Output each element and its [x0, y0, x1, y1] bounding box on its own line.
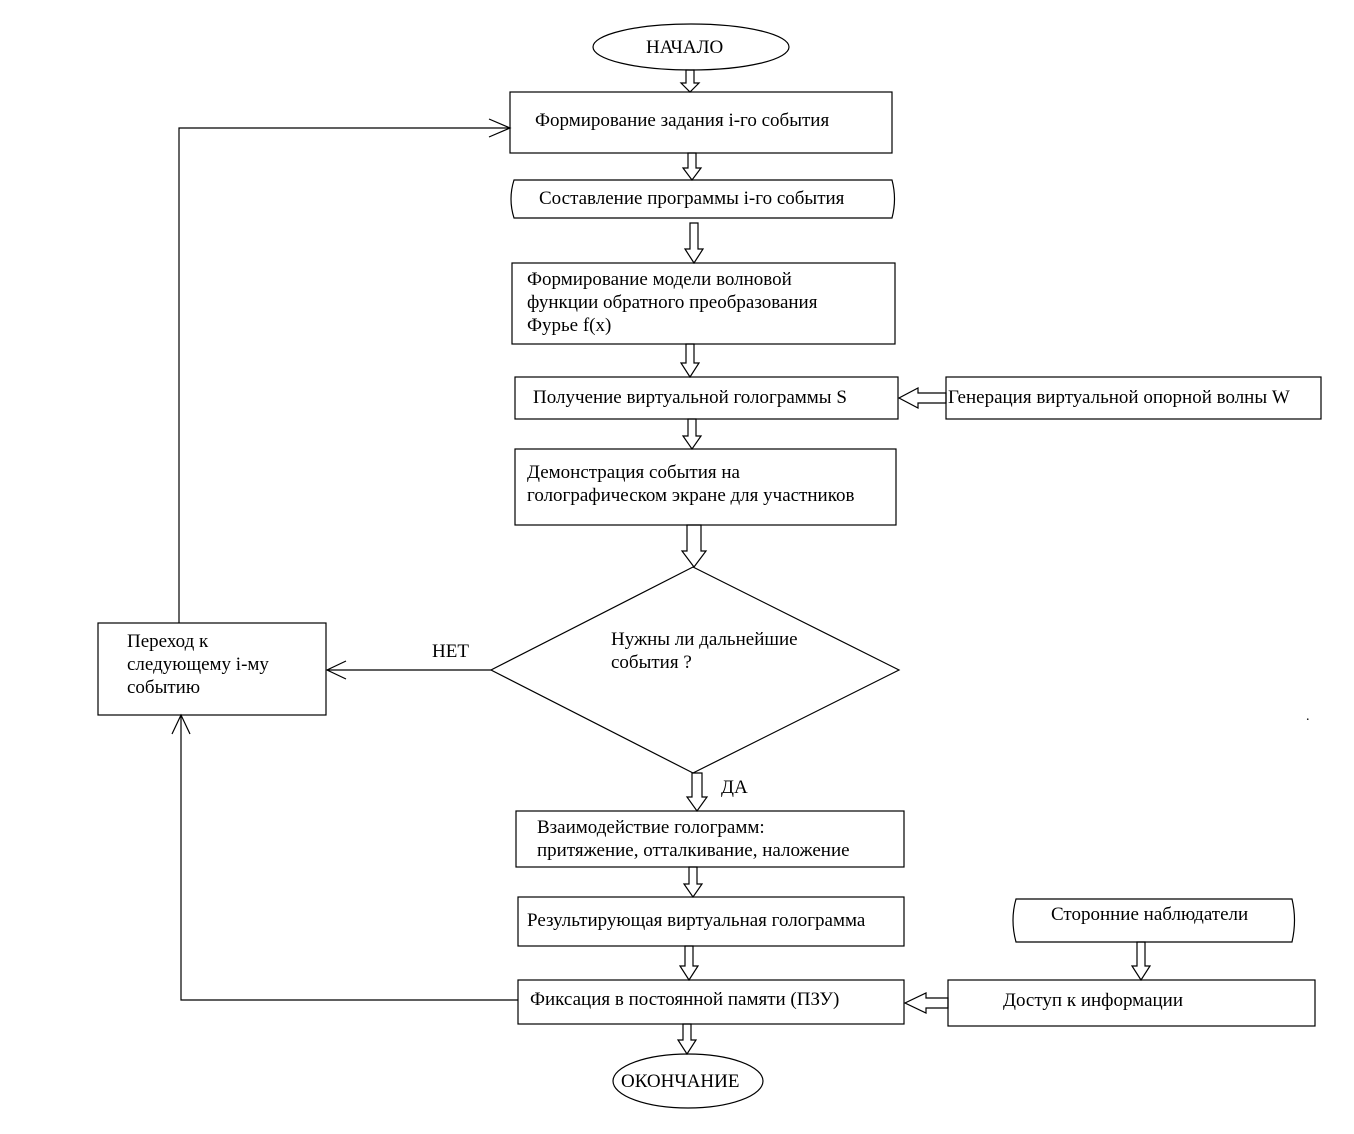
end-label: ОКОНЧАНИЕ	[621, 1071, 740, 1092]
model-box	[511, 262, 896, 345]
arrowhead-form-task	[488, 118, 512, 138]
arrow-result-to-fixation	[678, 945, 700, 982]
form-task-label: Формирование задания i-го события	[535, 110, 830, 131]
hologram-label: Получение виртуальной голограммы S	[533, 387, 847, 408]
arrowhead-next-event-bottom	[171, 713, 191, 735]
arrow-decision-to-interaction	[685, 772, 709, 813]
reference-wave-label: Генерация виртуальной опорной волны W	[948, 387, 1290, 408]
demo-box	[514, 448, 897, 526]
arrow-task-to-program	[681, 152, 703, 181]
observers-label: Сторонние наблюдатели	[1051, 904, 1249, 925]
arrow-interaction-to-result	[682, 866, 704, 899]
form-task-box	[509, 91, 893, 154]
decision-label: Нужны ли дальнейшие события ?	[611, 629, 798, 673]
arrow-start-to-task	[679, 69, 701, 93]
arrow-demo-to-decision	[680, 524, 708, 568]
result-box	[517, 896, 905, 947]
interaction-label: Взаимодействие голограмм: притяжение, от…	[537, 817, 850, 861]
arrow-reference-to-hologram	[897, 387, 947, 409]
interaction-box	[515, 810, 905, 868]
demo-label: Демонстрация события на голографическом …	[527, 462, 855, 506]
stray-mark: .	[1306, 709, 1310, 724]
arrow-program-to-model	[683, 222, 705, 265]
arrow-fixation-to-end	[676, 1023, 698, 1056]
program-label: Составление программы i-го события	[539, 188, 845, 209]
line-loop-to-task	[178, 127, 510, 623]
result-label: Результирующая виртуальная голограмма	[527, 910, 866, 931]
arrow-access-to-fixation	[903, 992, 949, 1014]
arrow-observers-to-access	[1130, 941, 1152, 982]
program-box	[510, 179, 896, 219]
observers-box	[1012, 898, 1296, 943]
fixation-box	[517, 979, 905, 1025]
yes-edge-label: ДА	[721, 777, 748, 798]
fixation-label: Фиксация в постоянной памяти (ПЗУ)	[530, 989, 840, 1010]
access-label: Доступ к информации	[1003, 990, 1184, 1011]
line-fixation-to-next	[180, 715, 518, 1001]
arrowhead-next-event	[325, 660, 347, 680]
start-label: НАЧАЛО	[646, 37, 724, 58]
no-edge-label: НЕТ	[432, 641, 469, 662]
arrow-model-to-hologram	[679, 343, 701, 379]
next-event-label: Переход к следующему i-му событию	[127, 631, 269, 698]
next-event-box	[97, 622, 327, 716]
arrow-hologram-to-demo	[681, 418, 703, 451]
end-terminator	[612, 1053, 764, 1109]
model-label: Формирование модели волновой функции обр…	[527, 269, 818, 336]
